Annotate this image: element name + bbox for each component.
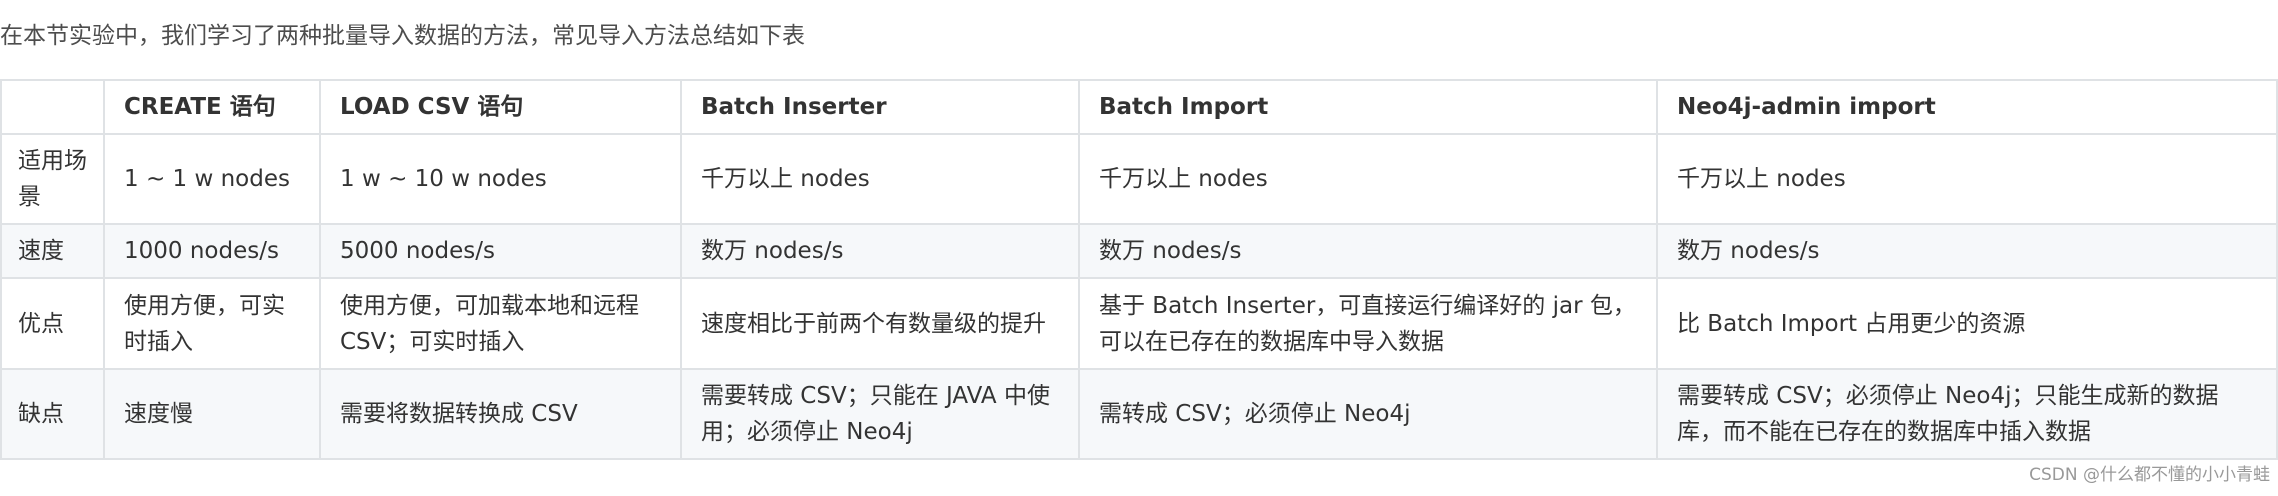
row-label-advantages: 优点: [0, 277, 105, 370]
header-cell-create: CREATE 语句: [103, 79, 321, 135]
header-cell-empty: [0, 79, 105, 135]
header-cell-batch-import: Batch Import: [1078, 79, 1658, 135]
table-cell: 需要转成 CSV；必须停止 Neo4j；只能生成新的数据库，而不能在已存在的数据…: [1656, 368, 2278, 460]
table-row: 优点 使用方便，可实时插入 使用方便，可加载本地和远程 CSV；可实时插入 速度…: [0, 277, 2278, 370]
table-cell: 使用方便，可加载本地和远程 CSV；可实时插入: [319, 277, 682, 370]
table-cell: 数万 nodes/s: [1656, 223, 2278, 279]
table-cell: 使用方便，可实时插入: [103, 277, 321, 370]
header-cell-batch-inserter: Batch Inserter: [680, 79, 1080, 135]
table-cell: 数万 nodes/s: [680, 223, 1080, 279]
table-cell: 1000 nodes/s: [103, 223, 321, 279]
table-cell: 千万以上 nodes: [1656, 133, 2278, 225]
table-row: 缺点 速度慢 需要将数据转换成 CSV 需要转成 CSV；只能在 JAVA 中使…: [0, 368, 2278, 460]
table-header-row: CREATE 语句 LOAD CSV 语句 Batch Inserter Bat…: [0, 79, 2278, 135]
table-row: 适用场景 1 ~ 1 w nodes 1 w ~ 10 w nodes 千万以上…: [0, 133, 2278, 225]
row-label-disadvantages: 缺点: [0, 368, 105, 460]
header-cell-load-csv: LOAD CSV 语句: [319, 79, 682, 135]
table-cell: 需要转成 CSV；只能在 JAVA 中使用；必须停止 Neo4j: [680, 368, 1080, 460]
table-cell: 1 ~ 1 w nodes: [103, 133, 321, 225]
table-cell: 速度慢: [103, 368, 321, 460]
import-methods-table: CREATE 语句 LOAD CSV 语句 Batch Inserter Bat…: [0, 79, 2278, 460]
row-label-speed: 速度: [0, 223, 105, 279]
intro-paragraph: 在本节实验中，我们学习了两种批量导入数据的方法，常见导入方法总结如下表: [0, 23, 805, 49]
table-cell: 5000 nodes/s: [319, 223, 682, 279]
table-cell: 需要将数据转换成 CSV: [319, 368, 682, 460]
header-cell-neo4j-admin-import: Neo4j-admin import: [1656, 79, 2278, 135]
table-cell: 千万以上 nodes: [680, 133, 1080, 225]
table-cell: 1 w ~ 10 w nodes: [319, 133, 682, 225]
table-cell: 需转成 CSV；必须停止 Neo4j: [1078, 368, 1658, 460]
table-cell: 比 Batch Import 占用更少的资源: [1656, 277, 2278, 370]
table-row: 速度 1000 nodes/s 5000 nodes/s 数万 nodes/s …: [0, 223, 2278, 279]
csdn-watermark: CSDN @什么都不懂的小小青蛙: [2029, 465, 2270, 485]
table-cell: 千万以上 nodes: [1078, 133, 1658, 225]
table-cell: 速度相比于前两个有数量级的提升: [680, 277, 1080, 370]
table-cell: 数万 nodes/s: [1078, 223, 1658, 279]
table-cell: 基于 Batch Inserter，可直接运行编译好的 jar 包，可以在已存在…: [1078, 277, 1658, 370]
row-label-scenario: 适用场景: [0, 133, 105, 225]
